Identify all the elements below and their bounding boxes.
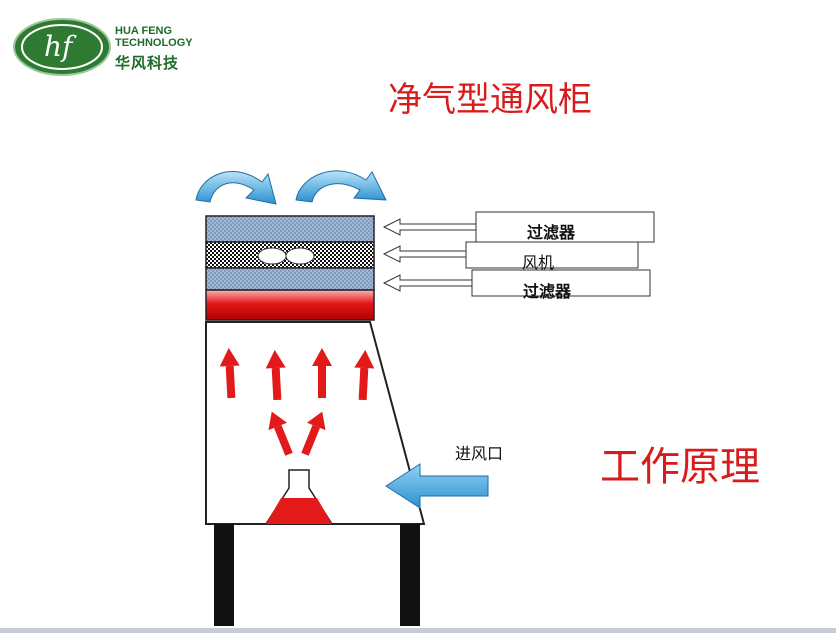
cabinet-leg-left [214,524,234,626]
airflow-arrows [219,348,375,456]
label-box-filter-bottom [471,269,651,297]
company-logo: hf [13,18,111,76]
exhaust-arrows [195,170,387,205]
label-pointers [382,218,477,292]
bottom-divider [0,628,836,633]
logo-english: HUA FENG TECHNOLOGY [115,25,193,49]
fan-blade-right [285,247,315,265]
airflow-arrow-3 [312,348,332,398]
contaminated-air-chamber [205,289,375,321]
page-subtitle: 工作原理 [600,444,760,490]
label-box-fan [465,241,639,269]
label-filter-bottom: 过滤器 [523,282,572,301]
top-filter [205,215,375,243]
fan-blade-left [257,247,287,265]
airflow-arrow-2 [265,350,286,401]
airflow-arrow-5 [268,411,293,456]
label-box-filter-top [475,211,655,243]
logo-line-2: TECHNOLOGY [115,37,193,49]
pointer-filter-bottom [382,274,473,292]
page-title: 净气型通风柜 [388,80,592,120]
air-inlet-arrow [385,463,489,509]
pointer-filter-top [382,218,477,236]
filter-fan-stack [205,215,375,321]
airflow-arrow-1 [219,348,240,399]
airflow-arrow-6 [301,411,326,456]
airflow-arrow-4 [354,350,375,401]
label-fan: 风机 [522,253,555,272]
label-inlet: 进风口 [455,444,504,463]
pointer-fan [382,245,467,263]
bottom-filter [205,267,375,291]
label-boxes [465,211,655,297]
exhaust-arrow-left [195,171,277,205]
cabinet-leg-right [400,524,420,626]
logo-chinese: 华风科技 [115,54,180,72]
label-filter-top: 过滤器 [527,223,576,242]
logo-mark: hf [44,30,77,63]
exhaust-arrow-right [295,170,387,203]
logo-line-1: HUA FENG [115,25,173,37]
conical-flask-icon [264,469,334,525]
